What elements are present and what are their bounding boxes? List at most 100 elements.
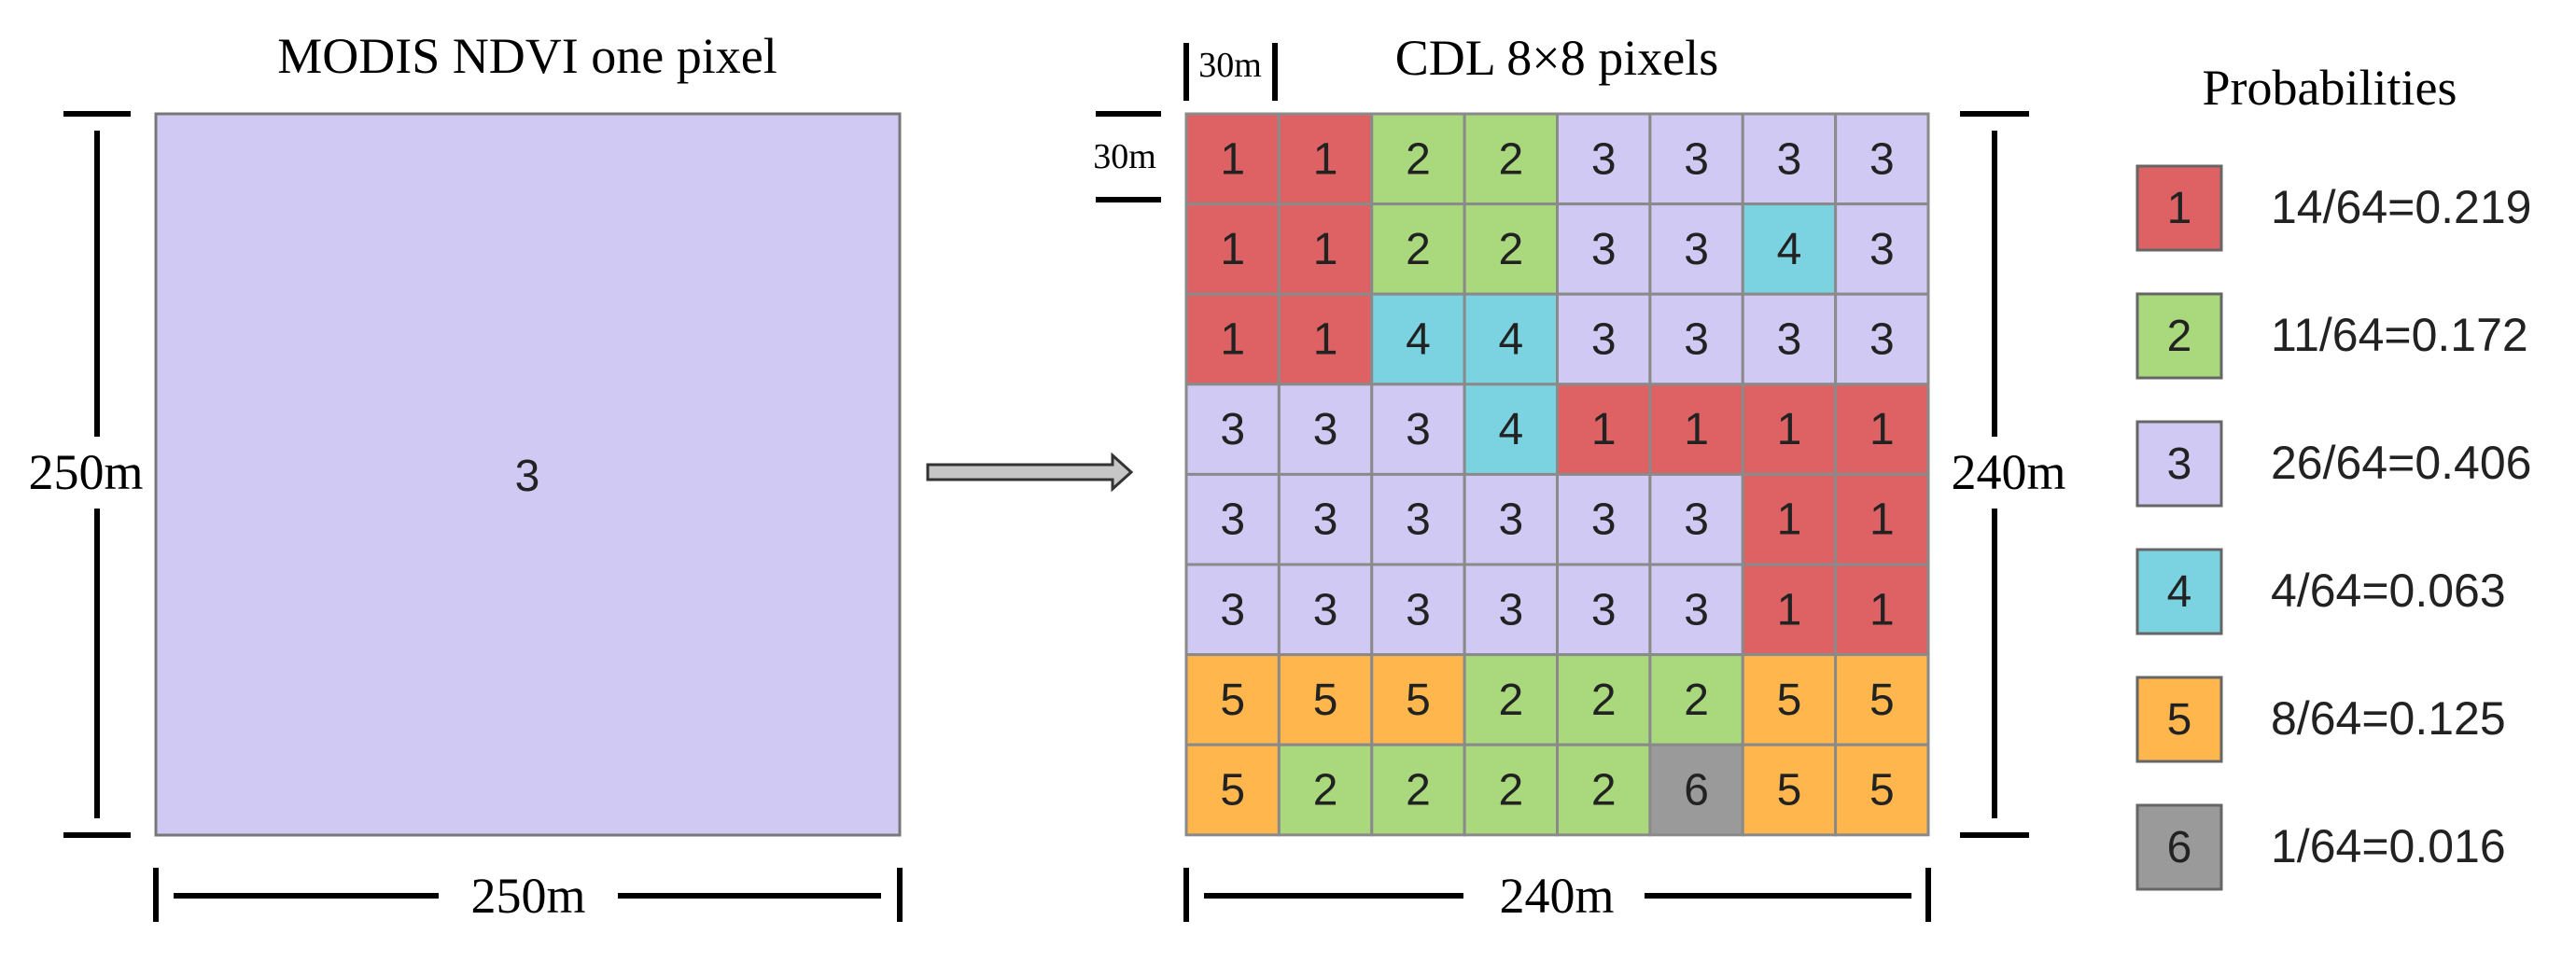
legend-swatch xyxy=(2135,548,2223,635)
grid-cell: 4 xyxy=(1370,292,1466,386)
grid-cell-value: 5 xyxy=(1869,766,1895,816)
modis-width-label: 250m xyxy=(470,868,585,924)
grid-cell-value: 2 xyxy=(1406,134,1431,184)
grid-cell: 3 xyxy=(1834,292,1930,386)
grid-cell: 1 xyxy=(1741,563,1838,657)
grid-cell: 3 xyxy=(1370,563,1466,657)
legend-swatch xyxy=(2135,164,2223,252)
grid-cell: 3 xyxy=(1184,383,1281,476)
grid-cell-value: 3 xyxy=(1498,585,1523,634)
grid-cell: 1 xyxy=(1184,292,1281,386)
grid-cell: 3 xyxy=(1370,472,1466,566)
grid-cell-value: 1 xyxy=(1591,405,1617,454)
legend-class-label: 4 xyxy=(2167,567,2192,617)
legend-swatch xyxy=(2135,420,2223,508)
grid-cell-value: 4 xyxy=(1406,315,1431,365)
grid-cell-value: 1 xyxy=(1869,585,1895,634)
grid-cell: 2 xyxy=(1556,743,1652,837)
grid-cell: 3 xyxy=(1463,563,1559,657)
cell-width-label: 30m xyxy=(1198,46,1262,85)
cdl-title: CDL 8×8 pixels xyxy=(1395,30,1718,86)
grid-cell: 3 xyxy=(1648,112,1744,206)
grid-cell-value: 3 xyxy=(1684,495,1709,545)
grid-cell-value: 3 xyxy=(1869,134,1895,184)
cell-width-dimension xyxy=(1183,43,1278,101)
grid-cell: 2 xyxy=(1463,743,1559,837)
grid-cell-value: 3 xyxy=(1684,225,1709,274)
cell-height-label: 30m xyxy=(1093,137,1156,176)
grid-cell-fill xyxy=(1370,743,1466,837)
grid-cell: 2 xyxy=(1370,202,1466,296)
right-arrow xyxy=(926,452,1134,493)
grid-cell: 1 xyxy=(1556,383,1652,476)
grid-cell-fill xyxy=(1184,743,1281,837)
grid-cell: 1 xyxy=(1834,383,1930,476)
grid-cell-value: 2 xyxy=(1313,766,1338,816)
legend-probability: 11/64=0.172 xyxy=(2271,309,2528,361)
grid-cell-fill xyxy=(1834,563,1930,657)
grid-cell-value: 5 xyxy=(1406,676,1431,725)
grid-cell: 5 xyxy=(1741,743,1838,837)
grid-cell-value: 2 xyxy=(1591,676,1617,725)
legend-probability: 1/64=0.016 xyxy=(2271,820,2506,872)
grid-cell: 3 xyxy=(1184,563,1281,657)
grid-cell-fill xyxy=(1370,292,1466,386)
grid-cell-value: 1 xyxy=(1777,585,1802,634)
grid-cell-value: 5 xyxy=(1220,676,1245,725)
grid-cell: 4 xyxy=(1463,383,1559,476)
grid-cell: 3 xyxy=(1648,202,1744,296)
grid-cell-value: 3 xyxy=(1313,405,1338,454)
grid-cell-fill xyxy=(1184,112,1281,206)
legend-title: Probabilities xyxy=(2203,60,2457,116)
grid-cell-value: 2 xyxy=(1498,134,1523,184)
grid-cell-value: 3 xyxy=(1498,495,1523,545)
modis-pixel-value: 3 xyxy=(515,452,540,501)
grid-cell-fill xyxy=(1277,383,1374,476)
grid-cell-value: 4 xyxy=(1498,315,1523,365)
grid-cell: 6 xyxy=(1648,743,1744,837)
grid-cell-value: 1 xyxy=(1777,495,1802,545)
legend-probability: 4/64=0.063 xyxy=(2271,565,2506,617)
legend-swatch xyxy=(2135,803,2223,891)
grid-cell-value: 1 xyxy=(1220,225,1245,274)
grid-cell-value: 3 xyxy=(1313,495,1338,545)
legend-class-label: 1 xyxy=(2167,184,2192,233)
grid-cell: 3 xyxy=(1556,202,1652,296)
grid-cell-value: 1 xyxy=(1220,315,1245,365)
grid-cell-value: 5 xyxy=(1220,766,1245,816)
grid-cell-value: 3 xyxy=(1777,134,1802,184)
grid-cell: 3 xyxy=(1556,472,1652,566)
grid-cell-value: 3 xyxy=(1406,585,1431,634)
grid-cell-fill xyxy=(1556,563,1652,657)
grid-cell-value: 1 xyxy=(1220,134,1245,184)
grid-cell-value: 3 xyxy=(1869,315,1895,365)
grid-cell-fill xyxy=(1741,292,1838,386)
legend-class-label: 2 xyxy=(2167,312,2192,361)
grid-cell: 5 xyxy=(1834,653,1930,746)
legend-item: 1 14/64=0.219 xyxy=(2135,164,2531,252)
grid-cell-value: 1 xyxy=(1684,405,1709,454)
grid-cell: 3 xyxy=(1556,292,1652,386)
grid-cell: 3 xyxy=(1648,472,1744,566)
grid-cell: 3 xyxy=(1370,383,1466,476)
modis-height-dimension xyxy=(63,111,131,838)
grid-cell-fill xyxy=(1370,653,1466,746)
grid-cell-value: 3 xyxy=(1220,495,1245,545)
grid-cell-fill xyxy=(1463,743,1559,837)
grid-cell-fill xyxy=(1834,472,1930,566)
grid-cell-value: 1 xyxy=(1777,405,1802,454)
grid-cell: 5 xyxy=(1834,743,1930,837)
grid-cell-value: 5 xyxy=(1313,676,1338,725)
grid-cell: 1 xyxy=(1184,112,1281,206)
grid-cell: 2 xyxy=(1370,743,1466,837)
grid-cell: 5 xyxy=(1184,653,1281,746)
grid-cell-value: 3 xyxy=(1591,315,1617,365)
grid-cell-value: 3 xyxy=(1869,225,1895,274)
grid-cell: 3 xyxy=(1834,202,1930,296)
legend-probability: 14/64=0.219 xyxy=(2271,181,2531,233)
grid-cell-fill xyxy=(1834,202,1930,296)
